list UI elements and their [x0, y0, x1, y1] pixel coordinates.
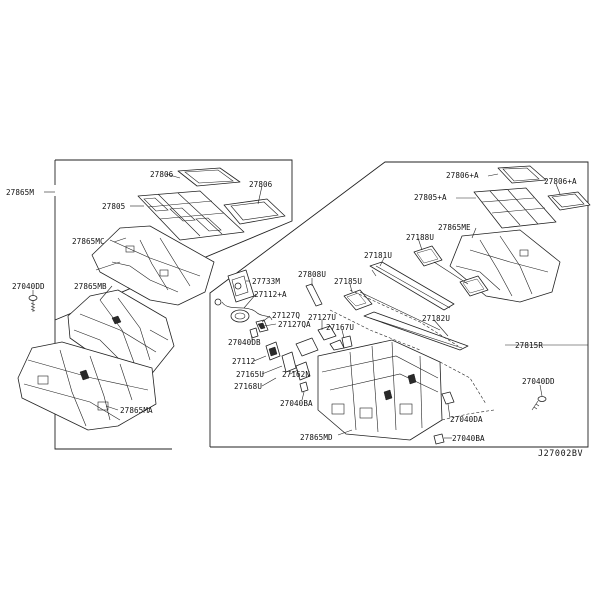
shaft-27182U: [363, 311, 469, 351]
screw-27040DB: [249, 327, 259, 339]
sensor-27127Q: [255, 319, 269, 333]
left-labels: 27865M 27806 27806 27805 27865MC 27040DD…: [6, 170, 273, 415]
label-27865MB: 27865MB: [74, 282, 107, 291]
door-27188U: [413, 245, 489, 297]
heater-case-27865MD: [317, 339, 495, 441]
part-27167U: [341, 335, 353, 349]
label-27165U: 27165U: [236, 370, 264, 379]
label-27865M: 27865M: [6, 188, 34, 197]
label-27168U: 27168U: [234, 382, 262, 391]
part-27162N: [295, 361, 311, 381]
label-27112A: 27112+A: [254, 290, 287, 299]
screw-27040BA-2: [433, 433, 445, 445]
part-27112: [265, 341, 281, 361]
duct-27865MC: [91, 225, 215, 306]
filter-27806A-1: [497, 165, 547, 184]
label-27040DB: 27040DB: [228, 338, 261, 347]
label-27865MC: 27865MC: [72, 237, 105, 246]
rod-27808U: [305, 283, 323, 307]
label-27806A-1: 27806+A: [446, 171, 479, 180]
screw-27040DD-left: [28, 295, 38, 312]
screw-27040DA: [441, 391, 455, 405]
filter-frame-27805A: [473, 187, 557, 229]
label-27733M: 27733M: [252, 277, 280, 286]
label-27127U: 27127U: [308, 313, 336, 322]
filter-frame-27805: [137, 190, 245, 241]
label-27167U: 27167U: [326, 323, 354, 332]
label-27806-b: 27806: [249, 180, 273, 189]
label-27181U: 27181U: [364, 251, 392, 260]
right-group-frame: [209, 161, 589, 448]
label-27865MA: 27865MA: [120, 406, 153, 415]
label-27182U: 27182U: [422, 314, 450, 323]
label-27162N: 27162N: [282, 370, 310, 379]
label-27808U: 27808U: [298, 270, 326, 279]
upper-case: [329, 289, 459, 351]
label-27188U: 27188U: [406, 233, 434, 242]
label-27805: 27805: [102, 202, 125, 211]
duct-27865MA: [17, 341, 157, 431]
label-27865ME: 27865ME: [438, 223, 471, 232]
label-27040DA: 27040DA: [450, 415, 483, 424]
motor-27733M: [227, 269, 255, 303]
reference-code: J27002BV: [538, 448, 583, 458]
right-labels: 27806+A 27806+A 27805+A 27865ME 27188U 2…: [228, 171, 577, 443]
screw-27040BA-1: [299, 381, 309, 393]
label-27127Q: 27127Q: [272, 311, 300, 320]
part-27165U: [281, 337, 319, 373]
filter-27806-right: [223, 198, 286, 225]
label-27127QA: 27127QA: [278, 320, 311, 329]
label-27815R: 27815R: [515, 341, 543, 350]
leader-lines: [32, 173, 588, 439]
label-27040DD-right: 27040DD: [522, 377, 555, 386]
actuator-27112A: [214, 298, 273, 323]
screw-27040DD-right: [531, 396, 547, 411]
label-27040DD-left: 27040DD: [12, 282, 45, 291]
label-27040BA-1: 27040BA: [280, 399, 313, 408]
label-27805A: 27805+A: [414, 193, 447, 202]
label-27865MD: 27865MD: [300, 433, 333, 442]
label-27040BA-2: 27040BA: [452, 434, 485, 443]
label-27185U: 27185U: [334, 277, 362, 286]
rod-27181U: [369, 261, 455, 311]
label-27112: 27112: [232, 357, 255, 366]
label-27806A-2: 27806+A: [544, 177, 577, 186]
filter-27806-top: [177, 167, 241, 187]
label-27806: 27806: [150, 170, 174, 179]
part-27127U: [317, 325, 345, 351]
filter-27806A-2: [547, 191, 591, 211]
